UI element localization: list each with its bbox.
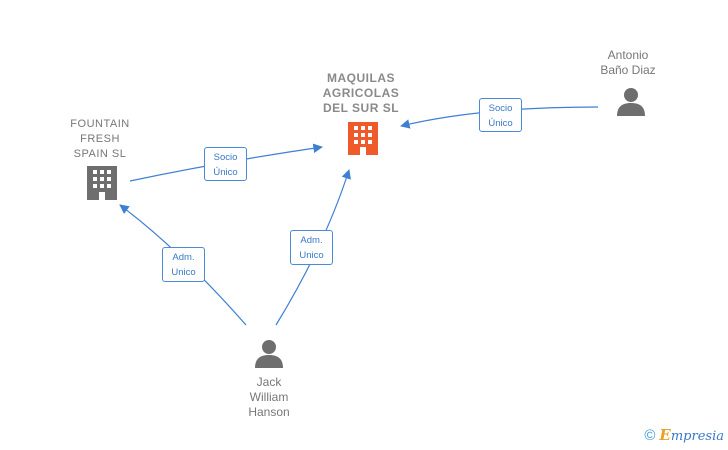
edge-label-fountain-to-maquilas[interactable]: Socio Único (204, 147, 247, 181)
edge-label-jack-to-fountain[interactable]: Adm. Unico (162, 247, 205, 282)
edge-label-antonio-to-maquilas[interactable]: Socio Único (479, 98, 522, 132)
brand-name: mpresia (670, 429, 724, 444)
copyright-icon: © (644, 426, 656, 444)
node-label-maquilas[interactable]: MAQUILAS AGRICOLAS DEL SUR SL (322, 71, 400, 115)
node-label-fountain[interactable]: FOUNTAIN FRESH SPAIN SL (70, 118, 130, 160)
building-icon (348, 122, 378, 155)
brand-logo[interactable]: © Empresia (644, 426, 724, 444)
edge-label-jack-to-maquilas[interactable]: Adm. Unico (290, 230, 333, 265)
person-icon (617, 88, 645, 116)
brand-initial: E (659, 426, 671, 444)
node-label-antonio[interactable]: Antonio Baño Diaz (600, 48, 656, 77)
person-icon (255, 340, 283, 368)
node-label-jack[interactable]: Jack William Hanson (248, 375, 290, 419)
building-icon (87, 166, 117, 200)
